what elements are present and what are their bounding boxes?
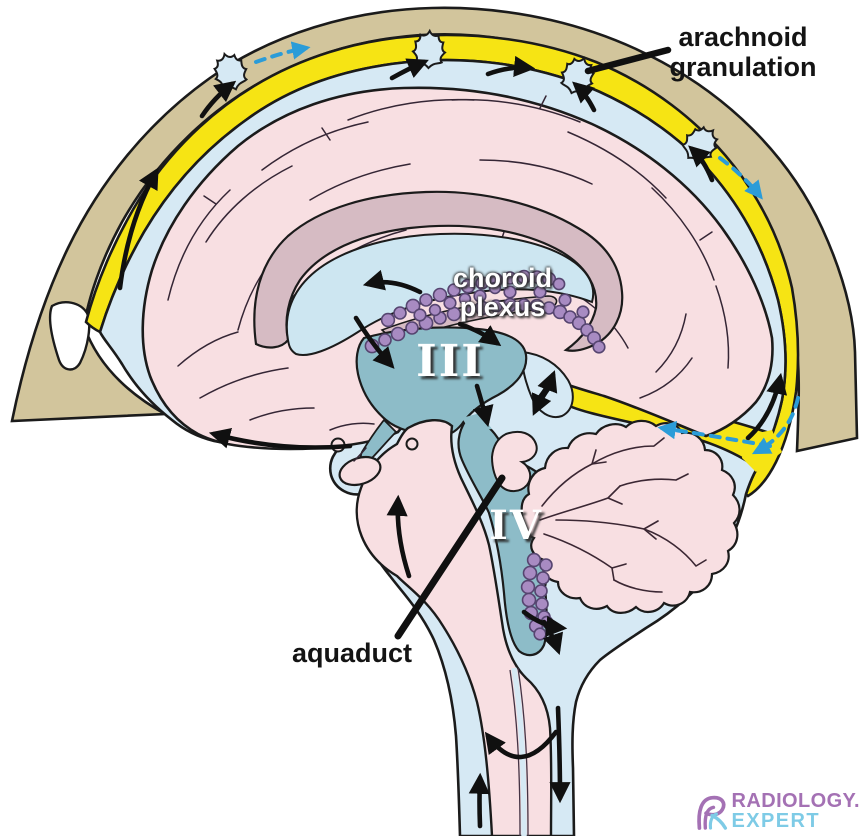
- corpus-callosum: [253, 190, 624, 352]
- central-canal-wall: [517, 667, 529, 836]
- aqueduct-pointer-line: [394, 474, 506, 640]
- central-canal: [511, 667, 527, 836]
- venous-flow-arrows: [254, 41, 800, 455]
- csf-flow-arrows: [117, 55, 788, 829]
- mammillary-body: [405, 437, 419, 451]
- frontal-sinus: [48, 301, 91, 371]
- choroid-plexus-beads: [364, 269, 606, 641]
- logo-text-expert: EXPERT: [731, 810, 820, 832]
- logo-r-icon: [697, 795, 728, 830]
- label-pointers: [394, 46, 672, 640]
- radiology-expert-logo: RADIOLOGY. EXPERT: [692, 786, 860, 836]
- lateral-ventricle-plexus: [364, 269, 606, 354]
- logo-text-radiology: RADIOLOGY.: [731, 790, 860, 812]
- arbor-vitae: [539, 437, 707, 593]
- arachnoid-pointer-line: [584, 46, 672, 75]
- cerebellum: [520, 419, 741, 614]
- central-canal-wall: [509, 669, 521, 836]
